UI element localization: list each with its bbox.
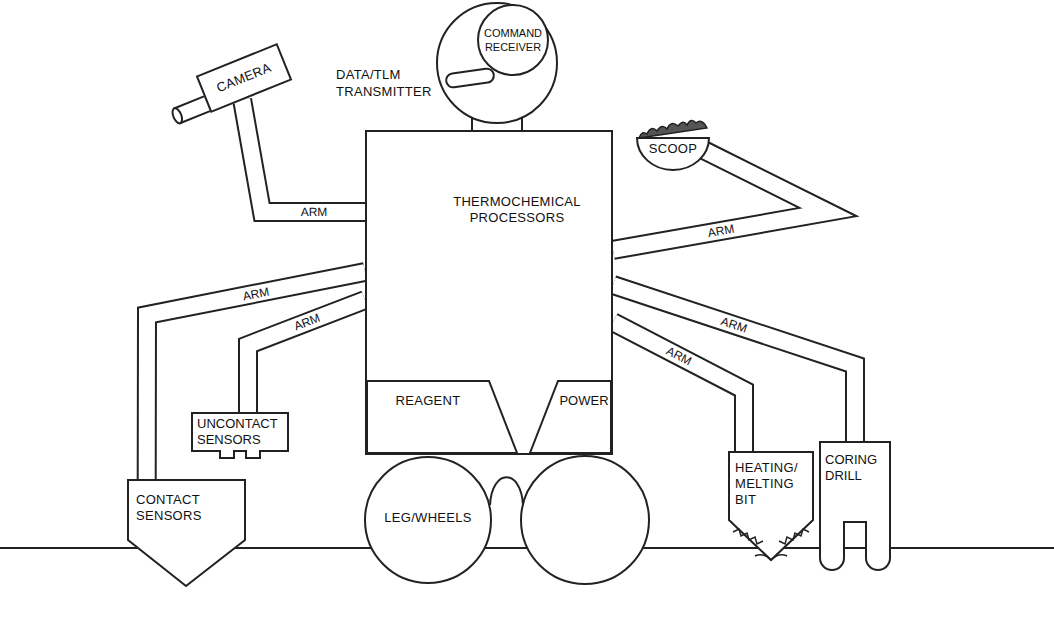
arm-connector [613, 322, 744, 452]
wheel-bridge [490, 477, 523, 505]
drawing-part [820, 442, 890, 570]
head-circle [437, 3, 557, 123]
scoop-bowl: SCOOP [637, 128, 709, 170]
drawing-part [637, 138, 709, 170]
receiver-circle: COMMAND RECEIVER [477, 4, 549, 76]
node-label: CORING DRILL [825, 452, 887, 484]
arm-stroke [248, 300, 365, 413]
arm-stroke [147, 272, 365, 480]
drawing-part [733, 529, 763, 544]
shape-fill [729, 452, 813, 560]
shape-outline [477, 4, 549, 76]
shape-fill [367, 381, 517, 453]
arm-connector [242, 100, 365, 212]
uncontact-sensor: UNCONTACT SENSORS [192, 413, 288, 459]
node-label: HEATING/ MELTING BIT [735, 460, 801, 508]
drawing-part [639, 120, 707, 138]
shape-fill [192, 413, 288, 458]
coring-drill: CORING DRILL [820, 442, 890, 572]
neck-line [471, 117, 473, 131]
arm-stroke [613, 150, 828, 250]
arm-connector [147, 272, 365, 480]
antenna-rod [445, 68, 494, 89]
arm-stroke [147, 272, 365, 480]
antenna-body [445, 68, 494, 89]
part-label: DATA/TLM TRANSMITTER [336, 66, 436, 100]
node-label: REAGENT [373, 393, 483, 409]
reagent-section: REAGENT [367, 381, 517, 453]
arm-stroke [613, 322, 744, 452]
node-label: POWER [558, 393, 610, 409]
arm-label: ARM [298, 205, 329, 219]
arm-connector [613, 150, 828, 250]
node-label: UNCONTACT SENSORS [197, 416, 285, 448]
node-label: COMMAND RECEIVER [481, 26, 545, 54]
shape-outline [530, 381, 611, 453]
arm-stroke [248, 300, 365, 413]
arm-stroke [613, 322, 744, 452]
arm-label: ARM [704, 221, 737, 240]
shape-fill [530, 381, 611, 453]
wheel-circle: LEG/WHEELS [364, 456, 492, 584]
power-section: POWER [530, 381, 611, 453]
drawing-part [779, 529, 809, 544]
drawing-part [365, 457, 491, 583]
arm-stroke [242, 100, 365, 212]
shape-outline [367, 381, 517, 453]
camera-box: CAMERA [196, 43, 293, 113]
node-label: LEG/WHEELS [378, 510, 478, 526]
node-label: THERMOCHEMICAL PROCESSORS [442, 194, 592, 226]
node-label: CONTACT SENSORS [136, 492, 218, 524]
arm-label: ARM [717, 314, 751, 337]
arm-stroke [613, 150, 828, 250]
lens-end [171, 107, 184, 125]
arm-label: ARM [662, 343, 696, 370]
contact-sensor: CONTACT SENSORS [128, 480, 245, 586]
shape-fill [128, 480, 245, 586]
processor-body: THERMOCHEMICAL PROCESSORS REAGENT POWER [365, 130, 613, 455]
heating-bit: HEATING/ MELTING BIT [729, 452, 813, 562]
arm-label: ARM [240, 284, 273, 304]
node-label: CAMERA [202, 55, 286, 101]
arm-stroke [242, 100, 365, 212]
neck-line [521, 117, 523, 131]
node-label: SCOOP [637, 141, 709, 157]
wheel-circle [521, 456, 649, 584]
drawing-part [755, 555, 787, 560]
drawing-part [478, 5, 548, 75]
arm-connector [248, 300, 365, 413]
arm-label: ARM [290, 310, 324, 334]
